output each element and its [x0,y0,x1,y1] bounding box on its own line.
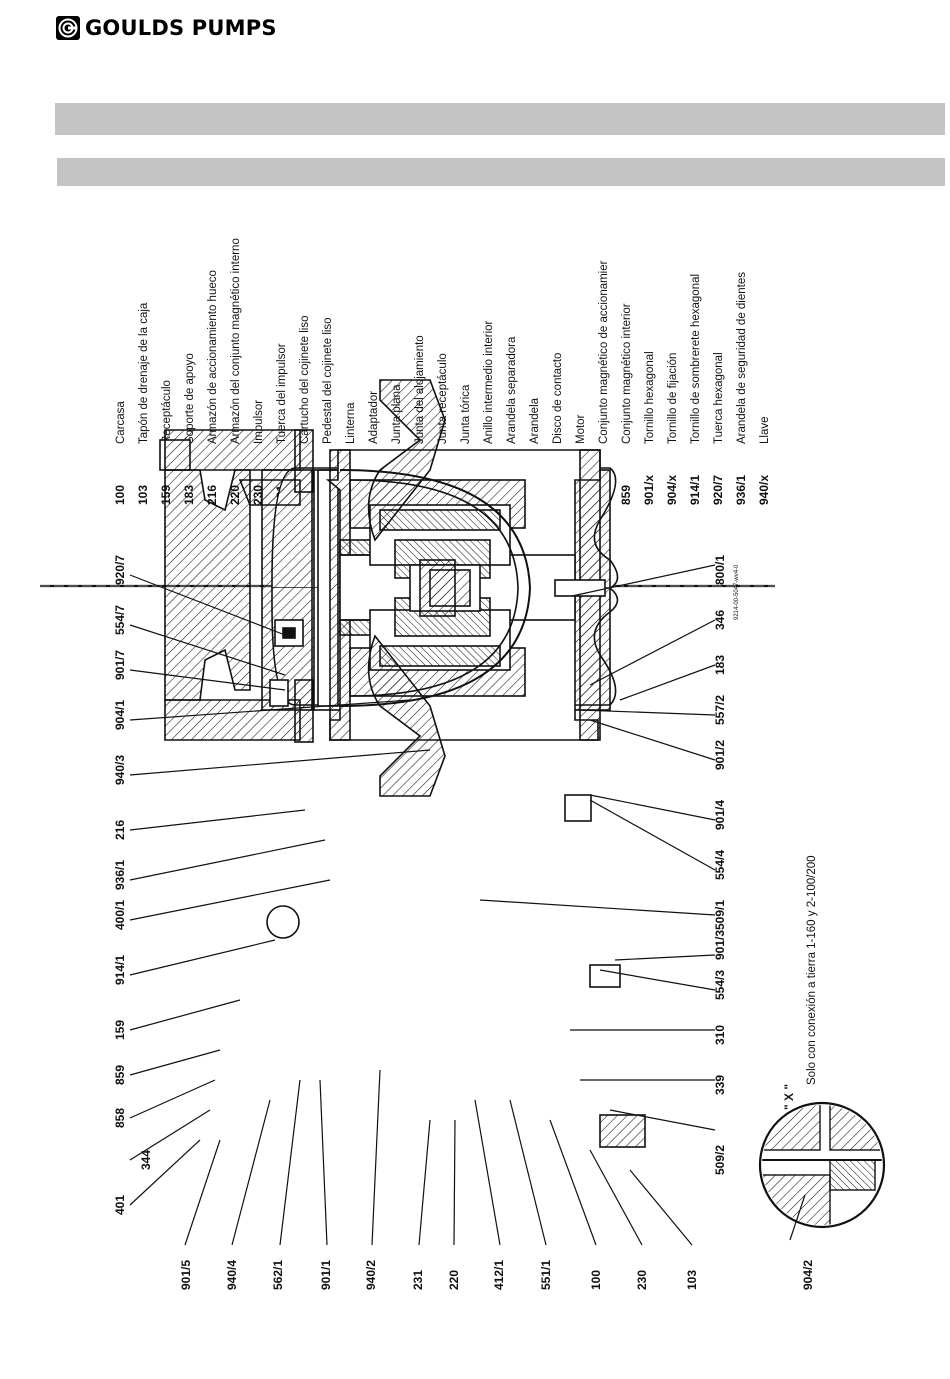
callout-label: 339 [713,1075,727,1095]
part-description: Tuerca hexagonal [713,352,725,444]
part-description: Tornillo de fijación [667,353,679,444]
callout-label: 562/1 [271,1260,285,1290]
part-number: 936/1 [734,475,748,505]
part-number: 100 [113,485,127,505]
callout-label: 858 [113,1108,127,1128]
part-number: 216 [205,485,219,505]
part-description: Receptáculo [161,380,173,444]
callout-label: 346 [713,610,727,630]
part-description: Arandela separadora [506,336,518,444]
callout-label: 216 [113,820,127,840]
callout-numbers: 401 344 858 859 159 914/1 400/1 936/1 216 940/3 90… [113,555,818,1290]
detail-marker: " X " [782,1084,796,1110]
callout-label: 551/1 [539,1260,553,1290]
callout-label: 159 [113,1020,127,1040]
callout-label: 554/7 [113,605,127,635]
part-number: 859 [619,485,633,505]
part-description: Anillo intermedio interior [483,320,495,444]
part-description: Armazón del conjunto magnético interno [230,238,242,444]
part-description: Motor [575,414,587,444]
subsection-header-band [57,158,945,186]
part-description: Tuerca del impulsor [276,343,288,444]
detail-x-magnified [758,1101,886,1241]
part-description: Tornillo de sombrerete hexagonal [690,274,702,444]
callout-label: 344 [139,1150,153,1170]
callout-label: 904/1 [113,700,127,730]
part-number: 904/x [665,475,679,505]
part-description: Llave [759,417,771,445]
section-header-band [55,103,945,135]
callout-label: 554/4 [713,850,727,880]
part-description: Arandela [529,397,541,444]
callout-label: 100 [589,1270,603,1290]
callout-label: 220 [447,1270,461,1290]
callout-label: 509/1 [713,900,727,930]
callout-label: 901/7 [113,650,127,680]
part-number: 920/7 [711,475,725,505]
callout-label: 940/2 [364,1260,378,1290]
callout-label: 557/2 [713,695,727,725]
goulds-spiral-logo-icon [56,16,80,40]
part-description: Linterna [345,402,357,444]
part-description: Junta tórica [460,384,472,444]
callout-label: 901/1 [319,1260,333,1290]
callout-label: 310 [713,1025,727,1045]
callout-label: 901/2 [713,740,727,770]
part-number: 103 [136,485,150,505]
callout-label: 901/3 [713,930,727,960]
part-number: 940/x [757,475,771,505]
callout-label: 401 [113,1195,127,1215]
callout-label: 400/1 [113,900,127,930]
callout-label: 940/3 [113,755,127,785]
callout-label: 183 [713,655,727,675]
part-number: 914/1 [688,475,702,505]
part-description: Disco de contacto [552,353,564,444]
part-number: 901/x [642,475,656,505]
part-description: Soporte de apoyo [184,353,196,444]
callout-label: 800/1 [713,555,727,585]
part-description: Pedestal del cojinete liso [322,317,334,444]
callout-label: 920/7 [113,555,127,585]
pump-section-drawing [40,379,775,1148]
callout-label: 940/4 [225,1260,239,1290]
callout-label: 103 [685,1270,699,1290]
brand-logo: GOULDS PUMPS [55,15,277,41]
detail-note: Solo con conexión a tierra 1-160 y 2-100… [806,855,818,1085]
callout-label: 901/4 [713,800,727,830]
part-description: Armazón de accionamiento hueco [207,270,219,444]
callout-label: 412/1 [492,1260,506,1290]
callout-label: 936/1 [113,860,127,890]
part-description: Tornillo hexagonal [644,351,656,444]
part-description: Adaptador [368,391,380,444]
callout-label: 554/3 [713,970,727,1000]
drawing-code: 9214-00-5047-wv4-0 [734,564,740,620]
callout-label: 509/2 [713,1145,727,1175]
callout-label: 859 [113,1065,127,1085]
part-description: Conjunto magnético de accionamier [598,260,610,444]
callout-label: 231 [411,1270,425,1290]
callout-label: 901/5 [179,1260,193,1290]
callout-label: 230 [635,1270,649,1290]
callout-label: 904/2 [801,1260,815,1290]
part-description: Arandela de seguridad de dientes [736,272,748,444]
part-description: Conjunto magnético interior [621,303,633,444]
part-description: Cartucho del cojinete liso [299,316,311,445]
callout-leaders [129,564,716,1246]
brand-name: GOULDS PUMPS [85,16,277,40]
callout-label: 914/1 [113,955,127,985]
part-description: Carcasa [115,401,127,444]
part-description: Tapón de drenaje de la caja [138,302,150,444]
